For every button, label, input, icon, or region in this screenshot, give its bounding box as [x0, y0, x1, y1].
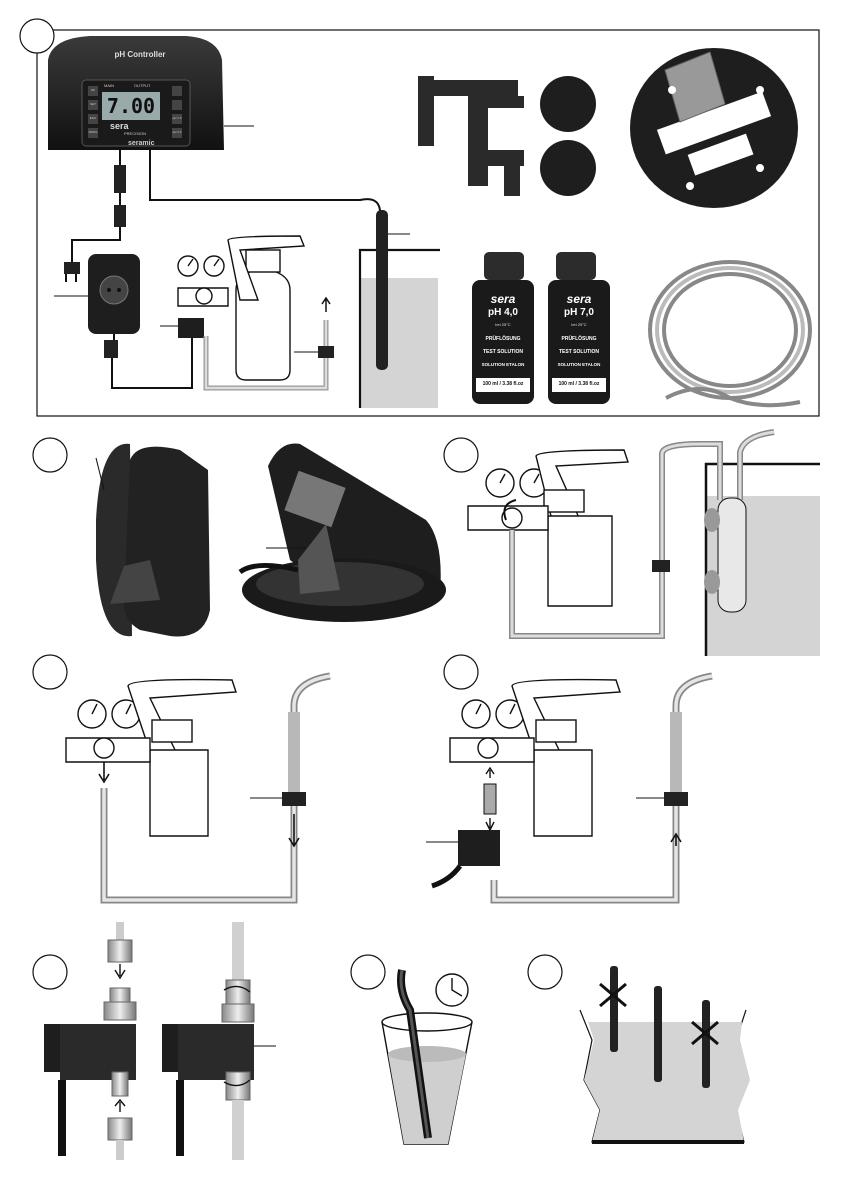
controller-model: seramic: [128, 140, 154, 147]
panel-overview: [20, 19, 819, 416]
co2-tubing-coil: [650, 262, 810, 405]
electrode-holder: [418, 76, 524, 196]
controller-brand: sera: [110, 121, 129, 131]
bottle-ph7-brand: sera: [552, 292, 606, 306]
step-marker-2: [33, 438, 67, 472]
solenoid-valve: [178, 318, 204, 338]
suction-cup: [540, 140, 596, 196]
controller-subbrand: PRECISION: [124, 131, 146, 136]
panel-solenoid-connection: [426, 655, 712, 900]
bottle-ph4-temp: bei 25°C: [472, 322, 534, 327]
controller-button-set: SET: [88, 102, 98, 106]
bottle-ph4-label-de: PRÜFLÖSUNG: [472, 336, 534, 342]
stand-plate: [630, 48, 798, 208]
bottle-ph7-label-en: TEST SOLUTION: [548, 349, 610, 355]
controller-title: pH Controller: [100, 50, 180, 59]
co2-bottle: [178, 236, 304, 380]
controller-button-ph7: pH 7.0: [172, 116, 182, 120]
clock-icon: [436, 974, 468, 1006]
panel-tube-check-valve: [33, 655, 330, 900]
bottle-ph4-volume: 100 ml / 3.38 fl.oz: [476, 381, 530, 387]
controller-display: 7.00: [102, 92, 160, 120]
aquarium-electrode: [360, 210, 440, 408]
panel-stand: [33, 438, 446, 636]
step-marker-1: [20, 19, 54, 53]
bottle-ph4-label-fr: SOLUTION ETALON: [472, 362, 534, 367]
bottle-ph4-value: pH 4,0: [472, 307, 534, 318]
panel-connect-aquarium: [444, 432, 820, 656]
bottle-ph4-label-en: TEST SOLUTION: [472, 349, 534, 355]
controller-indicator-output: OUTPUT: [134, 83, 150, 88]
panel-electrode-position: [528, 955, 750, 1142]
panel-soak-electrode: [351, 955, 472, 1144]
controller-button-ok: OK: [88, 88, 98, 92]
bottle-ph4-brand: sera: [476, 292, 530, 306]
controller-button-ph4: pH 4.0: [172, 130, 182, 134]
step-marker-3: [444, 438, 478, 472]
check-valve: [318, 346, 334, 358]
step-marker-5: [444, 655, 478, 689]
controller-indicator-main: MAIN: [104, 83, 114, 88]
bottle-ph7-label-de: PRÜFLÖSUNG: [548, 336, 610, 342]
step-marker-8: [528, 955, 562, 989]
step-marker-7: [351, 955, 385, 989]
controller-button-prog: PROG: [88, 130, 98, 134]
bottle-ph7-value: pH 7,0: [548, 307, 610, 318]
step-marker-4: [33, 655, 67, 689]
bottle-ph7-volume: 100 ml / 3.38 fl.oz: [552, 381, 606, 387]
bottle-ph7-temp: bei 25°C: [548, 322, 610, 327]
controller-button-esc: ESC: [88, 116, 98, 120]
suction-cup: [540, 76, 596, 132]
step-marker-6: [33, 955, 67, 989]
bottle-ph7-label-fr: SOLUTION ETALON: [548, 362, 610, 367]
panel-fittings: [33, 922, 276, 1160]
